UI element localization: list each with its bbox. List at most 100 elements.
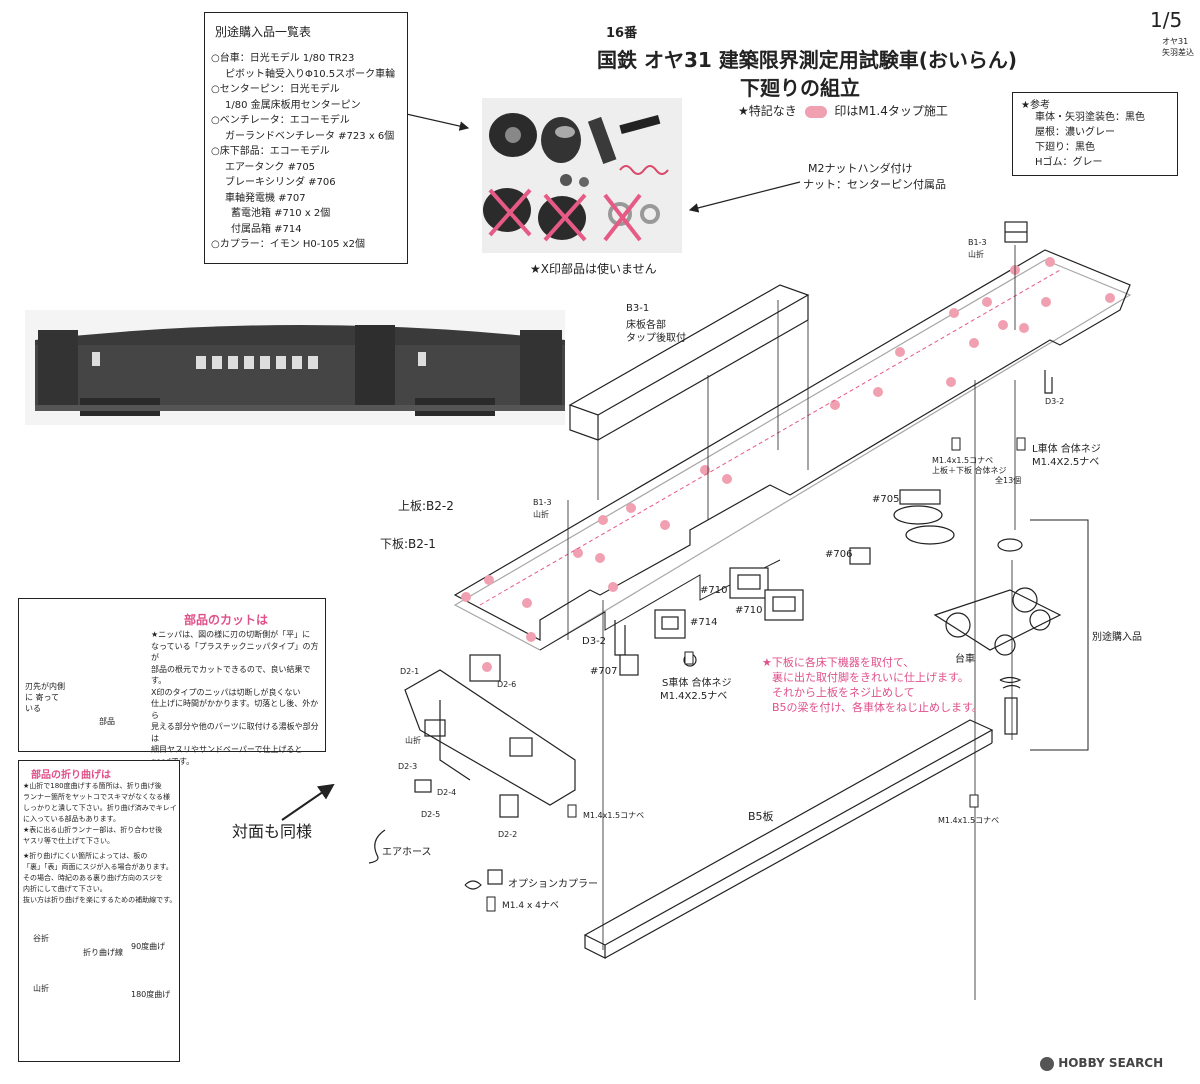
bogie bbox=[933, 538, 1062, 735]
tap-dots bbox=[461, 257, 1115, 672]
label-b3-1-a: B3-1 bbox=[626, 303, 650, 314]
label-option-coupler: オプションカプラー bbox=[508, 879, 598, 890]
underfloor-equipment bbox=[619, 489, 955, 676]
label-bettou: 別途購入品 bbox=[1092, 632, 1142, 643]
watermark-icon bbox=[1040, 1056, 1054, 1071]
reference-box: ★参考 車体・矢羽塗装色：黒色 屋根：濃いグレー 下廻り：黒色 Hゴム：グレー bbox=[1012, 92, 1178, 176]
reference-lines: 車体・矢羽塗装色：黒色 屋根：濃いグレー 下廻り：黒色 Hゴム：グレー bbox=[1035, 110, 1145, 170]
label-710-a: #710 bbox=[700, 585, 728, 596]
cut-line: 仕上げに時間がかかります。切落とし後、外から bbox=[151, 699, 319, 720]
bend-line: ★表に出る山折ランナー部は、折り合わせ後 bbox=[23, 826, 163, 834]
label-nut2: ナット：センターピン付属品 bbox=[803, 178, 946, 191]
label-b1-3-b: 山折 bbox=[968, 250, 984, 259]
reference-title: ★参考 bbox=[1021, 100, 1050, 111]
cut-line: 細目ヤスリやサンドペーパーで仕上げると bbox=[151, 745, 303, 754]
parts-list-line: ○床下部品：エコーモデル bbox=[211, 146, 330, 157]
label-lower-plate: 下板:B2-1 bbox=[380, 537, 436, 551]
label-m14-15-a: M1.4x1.5コナベ bbox=[932, 456, 994, 465]
label-710-b: #710 bbox=[735, 605, 763, 616]
bend-line: しっかりと潰して下さい。折り曲げ済みでキレイ bbox=[23, 804, 177, 812]
label-d2-1: D2-1 bbox=[400, 667, 420, 676]
parts-list-line: ブレーキシリンダ #706 bbox=[225, 177, 336, 188]
parts-list-line: 車軸発電機 #707 bbox=[225, 192, 306, 204]
parts-list-line: エアータンク #705 bbox=[225, 161, 316, 173]
label-yama: 山折 bbox=[405, 736, 421, 745]
gauge-label: 16番 bbox=[606, 26, 638, 41]
bend-lines: ★山折で180度曲げする箇所は、折り曲げ後 ランナー箇所をヤットコでスキマがなく… bbox=[23, 781, 177, 906]
cut-line: 部品の根元でカットできるので、良い結果です。 bbox=[151, 664, 311, 686]
label-s-body: S車体 合体ネジ bbox=[662, 678, 732, 689]
bend-fold-label: 折り曲げ線 bbox=[83, 948, 123, 957]
cut-line: X印のタイプのニッパは切断しが良くない bbox=[151, 687, 301, 697]
label-714: #714 bbox=[690, 617, 718, 628]
parts-list-line: 1/80 金属床板用センターピン bbox=[225, 99, 361, 111]
label-l-body2: M1.4X2.5ナベ bbox=[1032, 457, 1100, 468]
cut-part-label: 部品 bbox=[99, 717, 115, 726]
assembly-note-line: 裏に出た取付脚をきれいに仕上げます。 bbox=[772, 671, 969, 684]
label-daisha: 台車 bbox=[955, 654, 975, 665]
car-photo bbox=[25, 310, 565, 425]
label-706: #706 bbox=[825, 549, 853, 560]
label-b1-3-a: B1-3 bbox=[968, 238, 987, 247]
reference-line: 屋根：濃いグレー bbox=[1035, 127, 1115, 138]
reference-line: Hゴム：グレー bbox=[1035, 157, 1103, 168]
bend-line: 内折にして曲げて下さい。 bbox=[23, 885, 107, 893]
floor-plate-lower bbox=[539, 559, 781, 651]
bend-instructions-box: 部品の折り曲げは ★山折で180度曲げする箇所は、折り曲げ後 ランナー箇所をヤッ… bbox=[18, 760, 180, 1062]
cut-line: 見える部分や他のパーツに取付ける湯板や部分は bbox=[151, 722, 319, 743]
assembly-note-line: それから上板をネジ止めして bbox=[772, 686, 915, 699]
label-d3-2-left: D3-2 bbox=[582, 636, 607, 647]
label-b1-3-d: 山折 bbox=[533, 510, 549, 519]
bend-180-label: 180度曲げ bbox=[131, 990, 171, 999]
label-b1-3-c: B1-3 bbox=[533, 498, 552, 507]
label-air-hose: エアホース bbox=[382, 847, 432, 858]
cut-instructions-box: 部品のカットは ★ニッパは、図の様に刃の切断側が「平」に なっている「プラスチッ… bbox=[18, 598, 326, 766]
parts-list-line: 付属品箱 #714 bbox=[231, 223, 302, 235]
parts-list-line: ○カプラー：イモン H0-105 x2個 bbox=[211, 239, 365, 250]
bend-line: 抜い方は折り曲げを楽にするための補助線です。 bbox=[23, 896, 177, 904]
assembly-note-line: ★下板に各床下機器を取付て、 bbox=[762, 656, 915, 669]
bend-90-label: 90度曲げ bbox=[131, 942, 166, 951]
label-l-body: L車体 合体ネジ bbox=[1032, 444, 1101, 455]
parts-list-line: ガーランドベンチレータ #723 x 6個 bbox=[225, 130, 395, 142]
bend-title: 部品の折り曲げは bbox=[31, 770, 111, 781]
label-b3-1-b: 床板各部 bbox=[626, 320, 666, 331]
cut-line: ★ニッパは、図の様に刃の切断側が「平」に bbox=[151, 630, 311, 639]
bend-line: ★山折で180度曲げする箇所は、折り曲げ後 bbox=[23, 782, 162, 790]
floor-plate-upper bbox=[453, 249, 1132, 651]
legend: ★特記なき 印はM1.4タップ施工 bbox=[738, 102, 948, 119]
parts-list-line: ○ベンチレータ：エコーモデル bbox=[211, 115, 350, 126]
reference-line: 下廻り：黒色 bbox=[1035, 142, 1095, 153]
pink-dot-icon bbox=[804, 105, 827, 118]
parts-photo bbox=[482, 98, 682, 253]
label-m14-15-left: M1.4x1.5コナベ bbox=[583, 811, 645, 820]
page-sub1: オヤ31 bbox=[1162, 37, 1189, 46]
reference-line: 車体・矢羽塗装色：黒色 bbox=[1035, 112, 1145, 123]
parts-list-box: 別途購入品一覧表 ○台車：日光モデル 1/80 TR23 ピボット軸受入りΦ10… bbox=[204, 12, 408, 264]
label-b5: B5板 bbox=[748, 810, 774, 823]
parts-list-line: ○台車：日光モデル 1/80 TR23 bbox=[211, 53, 355, 64]
bend-line: ランナー箇所をヤットコでスキマがなくなる様 bbox=[23, 793, 170, 801]
bend-line: に入っている部品もあります。 bbox=[23, 815, 120, 823]
label-m14-15-c: 全13個 bbox=[995, 476, 1022, 485]
label-m14-15-b: 上板＋下板 合体ネジ bbox=[932, 466, 1007, 475]
label-d3-2-right: D3-2 bbox=[1045, 397, 1065, 406]
bend-line: 「裏」「表」両面にスジが入る場合があります。 bbox=[23, 863, 173, 871]
page-title: 国鉄 オヤ31 建築限界測定用試験車(おいらん) bbox=[597, 48, 1018, 72]
watermark-logo: HOBBY SEARCH bbox=[1040, 1056, 1163, 1071]
label-s-body2: M1.4X2.5ナベ bbox=[660, 691, 728, 702]
label-m14-4: M1.4 x 4ナベ bbox=[502, 901, 559, 911]
label-b3-1-c: タップ後取付 bbox=[626, 333, 686, 344]
label-opposite: 対面も同様 bbox=[232, 822, 313, 841]
assembly-note: ★下板に各床下機器を取付て、 裏に出た取付脚をきれいに仕上げます。 それから上板… bbox=[762, 655, 983, 715]
label-upper-plate: 上板:B2-2 bbox=[398, 499, 454, 513]
d2-parts bbox=[368, 654, 576, 890]
parts-list-title: 別途購入品一覧表 bbox=[215, 25, 312, 39]
label-707: #707 bbox=[590, 666, 618, 677]
parts-list-line: ○センターピン：日光モデル bbox=[211, 84, 340, 95]
page-sub2: 矢羽差込 bbox=[1162, 48, 1194, 57]
label-d2-4: D2-4 bbox=[437, 788, 457, 797]
label-d2-2: D2-2 bbox=[498, 830, 518, 839]
cut-title: 部品のカットは bbox=[184, 613, 269, 627]
